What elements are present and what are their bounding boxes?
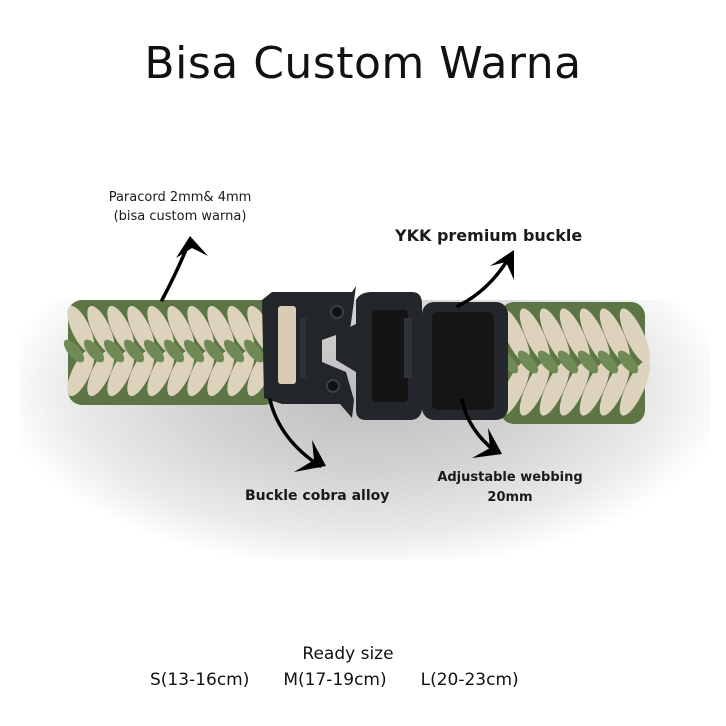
cord-loop	[619, 360, 650, 416]
cord-loop	[559, 360, 590, 416]
cord-loop	[187, 349, 215, 397]
cord-loop	[579, 308, 610, 364]
cord-loop	[539, 308, 570, 364]
cord-strand	[63, 339, 85, 363]
webbing-label-line2: 20mm	[487, 490, 533, 505]
cord-strand	[223, 339, 245, 363]
webbing-label: Adjustable webbing 20mm	[415, 468, 605, 508]
cord-loop	[519, 360, 550, 416]
cord-loop	[87, 349, 115, 397]
paracord-label: Paracord 2mm& 4mm (bisa custom warna)	[70, 188, 290, 226]
cord-loop	[619, 308, 650, 364]
arrowhead-ykk-icon	[490, 250, 514, 280]
sizes-title: Ready size	[302, 644, 394, 664]
cord-loop	[127, 349, 155, 397]
webbing-label-line1: Adjustable webbing	[437, 470, 583, 485]
cord-strand	[617, 350, 639, 374]
cord-loop	[67, 349, 95, 397]
cord-loop	[579, 360, 610, 416]
cord-strand	[597, 350, 619, 374]
cord-strand	[203, 339, 225, 363]
paracord-right	[497, 302, 650, 424]
cobra-label: Buckle cobra alloy	[245, 488, 390, 504]
arrowhead-webbing-icon	[472, 428, 502, 458]
cord-loop	[167, 349, 195, 397]
paracord-left	[63, 300, 278, 405]
arrowhead-paracord-icon	[176, 236, 208, 258]
size-option-s: S(13-16cm)	[150, 670, 250, 690]
cord-strand	[183, 339, 205, 363]
ykk-buckle	[336, 292, 422, 420]
cord-strand	[557, 350, 579, 374]
cord-strand	[517, 350, 539, 374]
cord-strand	[243, 339, 265, 363]
cord-loop	[147, 349, 175, 397]
arrow-ykk-icon	[456, 254, 512, 308]
size-option-m: M(17-19cm)	[283, 670, 387, 690]
cord-strand	[103, 339, 125, 363]
cord-strand	[123, 339, 145, 363]
cord-strand	[163, 339, 185, 363]
cord-loop	[599, 308, 630, 364]
arrow-cobra-icon	[268, 398, 322, 468]
page-title: Bisa Custom Warna	[144, 38, 582, 89]
cord-loop	[107, 349, 135, 397]
size-option-l: L(20-23cm)	[420, 670, 519, 690]
cord-loop	[599, 360, 630, 416]
cord-strand	[143, 339, 165, 363]
webbing-adjuster	[422, 302, 508, 420]
cobra-buckle	[262, 286, 356, 418]
cord-loop	[207, 349, 235, 397]
arrowhead-cobra-icon	[294, 440, 326, 472]
cord-strand	[83, 339, 105, 363]
cord-strand	[537, 350, 559, 374]
cord-strand	[577, 350, 599, 374]
size-options: S(13-16cm) M(17-19cm) L(20-23cm)	[150, 670, 570, 690]
paracord-label-line2: (bisa custom warna)	[113, 209, 247, 224]
cord-loop	[539, 360, 570, 416]
cord-loop	[519, 308, 550, 364]
paracord-label-line1: Paracord 2mm& 4mm	[108, 190, 252, 205]
cord-loop	[559, 308, 590, 364]
ykk-label: YKK premium buckle	[395, 226, 583, 245]
cord-loop	[227, 349, 255, 397]
